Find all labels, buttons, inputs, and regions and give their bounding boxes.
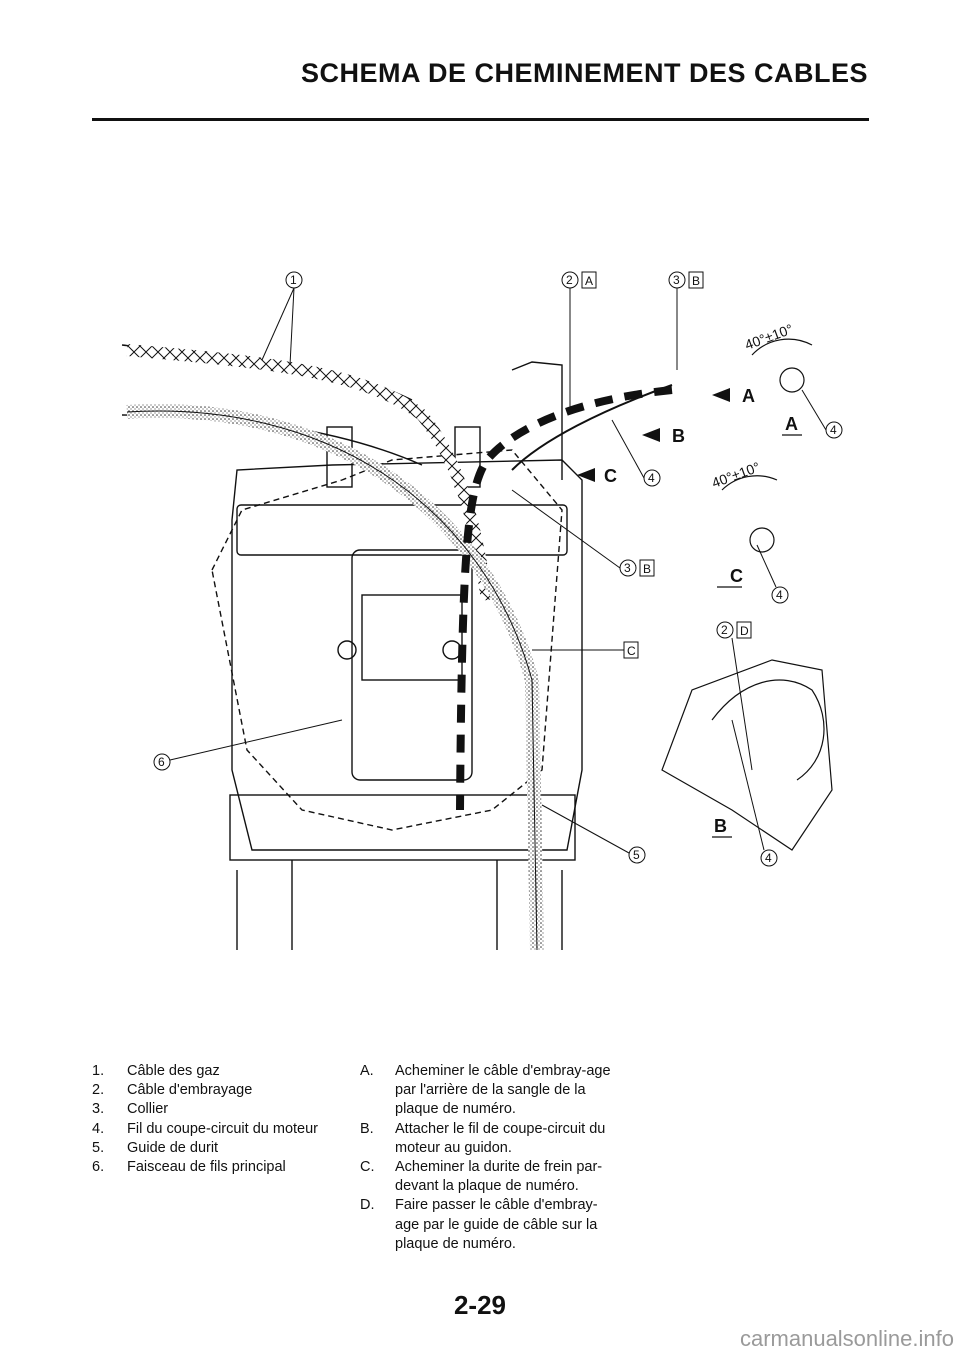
frame-outline [231, 459, 583, 851]
top-clamp [236, 504, 568, 556]
callout-4-b: 4 [765, 851, 772, 865]
callout-6: 6 [158, 755, 165, 769]
callout-4-c: 4 [776, 588, 783, 602]
lower-bracket [229, 794, 576, 861]
page-number: 2-29 [453, 1290, 507, 1320]
legend-item: 2.Câble d'embrayage [92, 1082, 253, 1099]
clutch-cable [456, 386, 673, 811]
legend-item: 6.Faisceau de fils principal [92, 1159, 286, 1176]
headlight-housing [351, 549, 473, 781]
legend-instructions: A.Acheminer le câble d'embray-age par l'… [360, 1062, 615, 1254]
brake-hose [126, 404, 544, 951]
callout-1: 1 [290, 273, 297, 287]
legend-item: 4.Fil du coupe-circuit du moteur [92, 1120, 318, 1137]
number-plate-outline [211, 449, 563, 831]
detail-label-a: A [785, 414, 798, 434]
callout-4-mid: 4 [648, 471, 655, 485]
callout-2-d: 2 [721, 623, 728, 637]
arrow-label-b: B [672, 426, 685, 446]
legend-item: B.Attacher le fil de coupe-circuit du mo… [360, 1120, 606, 1156]
callout-b-b: B [643, 562, 651, 576]
watermark[interactable]: carmanualsonline.info [739, 1326, 954, 1351]
legend-item: 3.Collier [92, 1101, 169, 1118]
callout-a: A [585, 274, 593, 288]
engine-stop-wire [511, 384, 673, 471]
legend-item: C.Acheminer la durite de frein par-devan… [360, 1159, 603, 1195]
page-title: SCHEMA DE CHEMINEMENT DES CABLES [300, 58, 868, 88]
detail-b-outline [661, 659, 833, 851]
angle-label-a: 40°±10° [743, 321, 795, 353]
legend-item: A.Acheminer le câble d'embray-age par l'… [360, 1063, 611, 1118]
callout-2: 2 [566, 273, 573, 287]
angle-label-c: 40°±10° [710, 459, 762, 491]
arrow-label-a: A [742, 386, 755, 406]
cable-routing-diagram: 1 2 A 3 B 4 4 3 B C 6 5 2 D [92, 250, 869, 951]
legend-item: 1.Câble des gaz [92, 1063, 220, 1079]
callout-4-top: 4 [830, 423, 837, 437]
detail-label-c: C [730, 566, 743, 586]
callout-3: 3 [673, 273, 680, 287]
legend-item: 5.Guide de durit [92, 1139, 219, 1156]
legend-item: D.Faire passer le câble d'embray-age par… [360, 1197, 598, 1252]
throttle-cable-sheath [126, 344, 493, 601]
headlight-inner [361, 594, 463, 681]
callout-b: B [692, 274, 700, 288]
detail-label-b: B [714, 816, 727, 836]
callout-d: D [740, 624, 749, 638]
header-rule [92, 118, 869, 121]
diagram-svg: 1 2 A 3 B 4 4 3 B C 6 5 2 D [121, 271, 843, 951]
callout-5: 5 [633, 848, 640, 862]
callout-3-b: 3 [624, 561, 631, 575]
legend-parts: 1.Câble des gaz 2.Câble d'embrayage 3.Co… [92, 1062, 347, 1177]
callout-c: C [627, 644, 636, 658]
brake-hose-edge [126, 410, 538, 951]
arrow-label-c: C [604, 466, 617, 486]
